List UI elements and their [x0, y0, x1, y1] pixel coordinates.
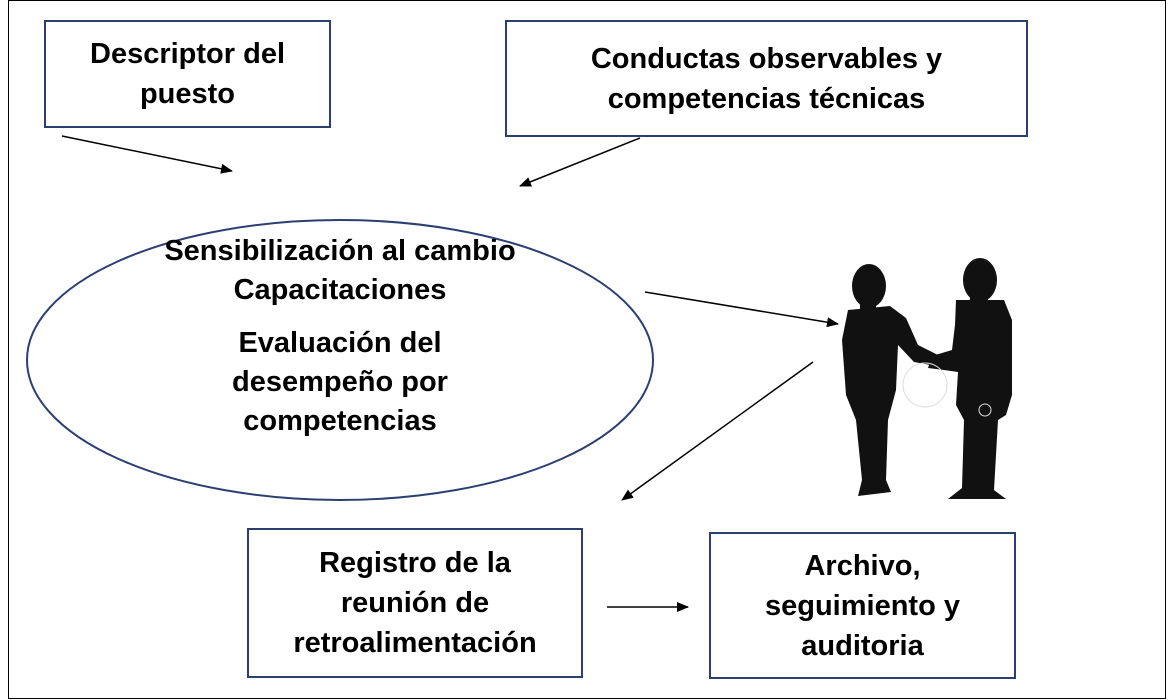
- center-line5: competencias: [243, 405, 437, 437]
- archivo-box: Archivo, seguimiento y auditoria: [709, 532, 1016, 679]
- archivo-line2: seguimiento y: [765, 589, 960, 622]
- conductas-line2: competencias técnicas: [607, 82, 926, 115]
- conductas-line1: Conductas observables y: [590, 42, 943, 75]
- arrow-descriptor-to-center: [61, 135, 233, 174]
- descriptor-box: Descriptor del puesto: [44, 20, 331, 128]
- archivo-line1: Archivo,: [804, 549, 921, 582]
- center-ellipse: [26, 219, 654, 501]
- registro-line1: Registro de la: [319, 547, 511, 579]
- outer-frame: [8, 0, 1166, 699]
- center-text: Sensibilización al cambio Capacitaciones…: [110, 232, 570, 441]
- registro-box: Registro de la reunión de retroalimentac…: [247, 528, 583, 678]
- watermark-dots: [902, 362, 992, 417]
- arrow-people-to-registro: [621, 361, 814, 501]
- descriptor-line2: puesto: [139, 78, 236, 110]
- registro-line3: retroalimentación: [293, 627, 537, 659]
- arrow-center-to-people: [644, 291, 839, 328]
- person-right-silhouette: [928, 258, 1012, 499]
- person-left-silhouette: [842, 264, 938, 496]
- conductas-box: Conductas observables y competencias téc…: [505, 20, 1028, 137]
- center-line1: Sensibilización al cambio: [164, 235, 516, 267]
- center-line3: Evaluación del: [238, 327, 442, 359]
- archivo-line3: auditoria: [801, 629, 924, 662]
- registro-line2: reunión de: [340, 587, 490, 619]
- descriptor-line1: Descriptor del: [90, 38, 285, 70]
- center-line4: desempeño por: [232, 366, 448, 398]
- arrow-conductas-to-center: [519, 137, 641, 187]
- center-line2: Capacitaciones: [233, 274, 447, 306]
